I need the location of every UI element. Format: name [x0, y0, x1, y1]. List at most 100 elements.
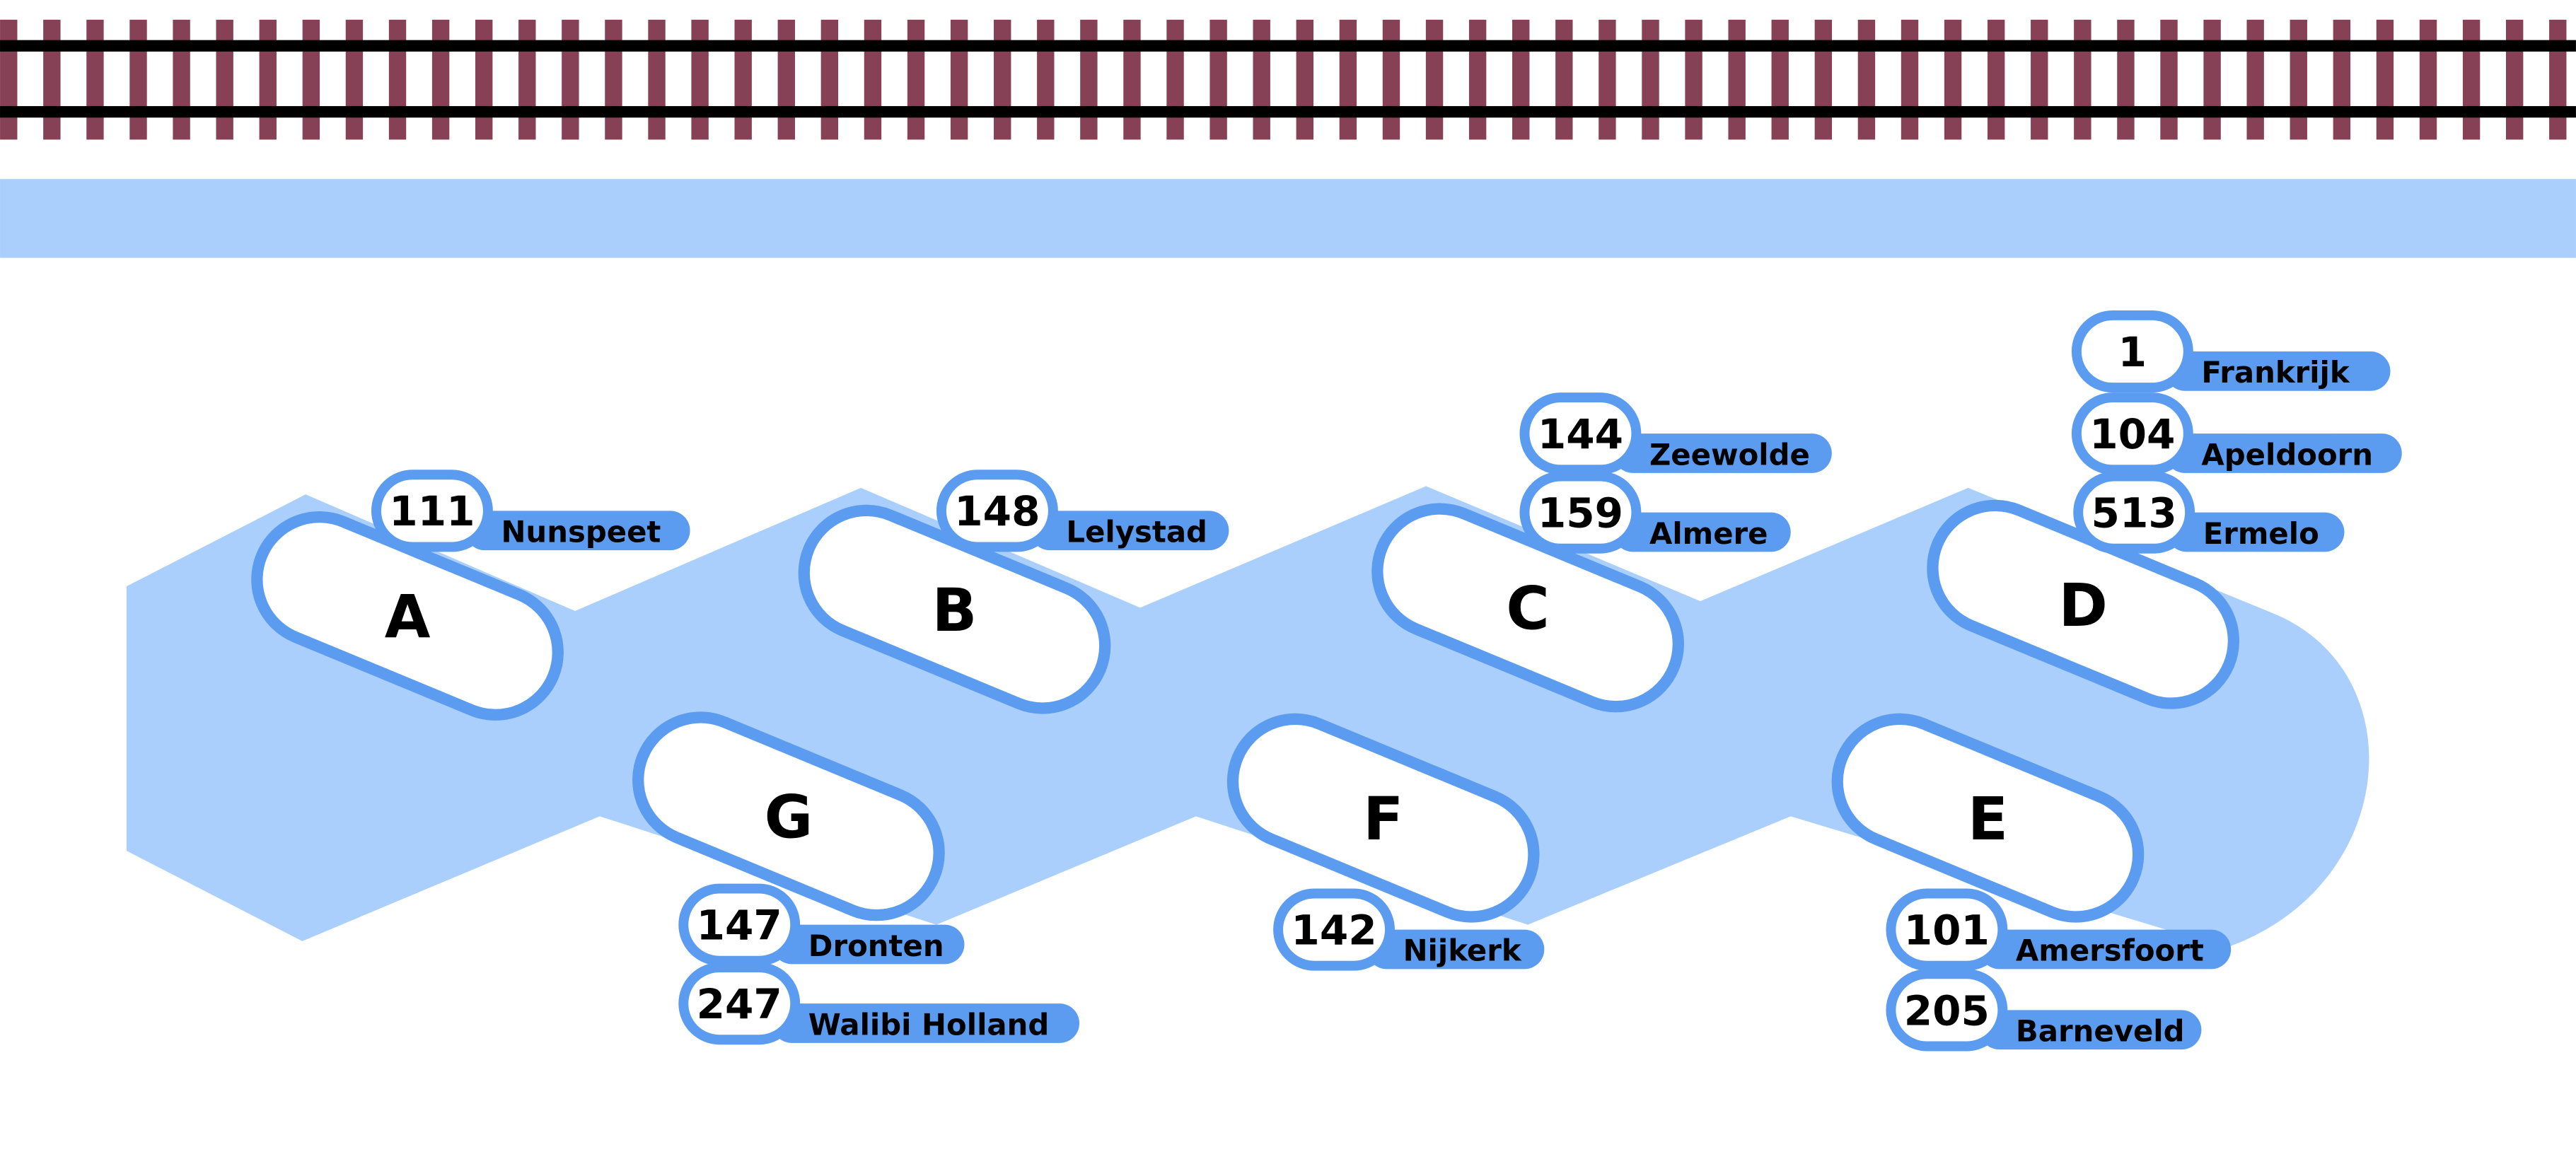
rail-sleeper [994, 19, 1011, 140]
rail-sleeper [734, 19, 752, 140]
platform-letter: C [1506, 574, 1549, 644]
rail-sleeper [1987, 19, 2005, 140]
line-number-pill [1273, 888, 1395, 971]
rail-sleeper [173, 19, 190, 140]
line-number-pill [371, 470, 493, 552]
line-number: 104 [2089, 410, 2175, 458]
line-number-pill [2073, 471, 2195, 554]
destination-pill [1030, 511, 1229, 551]
destination-pill [772, 924, 965, 965]
line-number-pill [1519, 471, 1642, 554]
water-band [0, 179, 2576, 258]
rail-sleeper [0, 19, 18, 140]
line-number-pill [1886, 888, 2008, 971]
platform-d[interactable]: D [1913, 487, 2253, 723]
rail-sleeper [2290, 19, 2307, 140]
rail-sleeper [475, 19, 493, 140]
line-number-pill [1886, 969, 2008, 1052]
rail-sleeper [1771, 19, 1789, 140]
rail-sleeper [1512, 19, 1530, 140]
rail-sleeper [1425, 19, 1444, 140]
line-number: 247 [697, 980, 782, 1028]
railway-track [0, 19, 2576, 140]
rail-sleeper [1123, 19, 1141, 140]
line-number: 205 [1904, 986, 1990, 1035]
platform-g[interactable]: G [619, 698, 958, 934]
rail-sleeper [1080, 19, 1098, 140]
destination-pill [1979, 929, 2232, 970]
rail-sleeper [388, 19, 407, 140]
destination-pill [465, 511, 690, 551]
rail-sleeper [345, 19, 364, 140]
line-number: 147 [697, 902, 782, 950]
rail-sleeper [1901, 19, 1919, 140]
platform-letter: A [385, 582, 431, 651]
rail-sleeper [216, 19, 233, 140]
platform-a[interactable]: A [238, 498, 577, 734]
rail-sleeper [1037, 19, 1055, 140]
platform-f[interactable]: F [1214, 700, 1553, 936]
line-number: 148 [954, 487, 1040, 535]
destination-pill [1979, 1010, 2202, 1050]
platform-letter: B [932, 576, 977, 645]
destination-label: Apeldoorn [2201, 437, 2373, 472]
rail-sleeper [562, 19, 579, 140]
platform-pill [1831, 713, 2145, 923]
line-number-pill [2071, 392, 2193, 475]
line-number: 159 [1538, 489, 1623, 537]
destination-pill [2165, 351, 2391, 391]
rail-sleeper [1555, 19, 1573, 140]
platform-letter: G [765, 783, 813, 852]
line-number: 513 [2091, 489, 2177, 537]
platform-letter: E [1968, 784, 2008, 854]
rail-sleeper [605, 19, 622, 140]
platform-letter: F [1363, 784, 1403, 854]
destination-label: Nijkerk [1403, 933, 1522, 968]
rail-sleeper [1728, 19, 1746, 140]
rail-sleeper [1857, 19, 1876, 140]
rail [0, 106, 2576, 118]
rail-sleeper [2462, 19, 2481, 140]
destination-pill [1613, 433, 1832, 473]
rail-sleeper [691, 19, 709, 140]
line-number-pill [678, 962, 801, 1045]
rail-sleeper [259, 19, 277, 140]
rail-sleeper [907, 19, 925, 140]
destination-pill [1613, 512, 1791, 552]
rail-sleeper [1209, 19, 1227, 140]
line-number-pill [1519, 392, 1642, 475]
platform-letter: D [2058, 571, 2107, 640]
rail-sleeper [1642, 19, 1659, 140]
rail-sleeper [2549, 19, 2567, 140]
rail-sleeper [1599, 19, 1616, 140]
destination-label: Frankrijk [2201, 355, 2350, 390]
rail-sleeper [1166, 19, 1184, 140]
rail-sleeper [950, 19, 968, 140]
destination-label: Dronten [808, 928, 944, 963]
rail-sleeper [1468, 19, 1487, 140]
line-number: 142 [1291, 907, 1376, 955]
line-number: 144 [1538, 410, 1623, 458]
rail-sleeper [86, 19, 104, 140]
rail-sleeper [2160, 19, 2178, 140]
rail-sleeper [1382, 19, 1400, 140]
platform-e[interactable]: E [1818, 700, 2158, 936]
rail-sleeper [2031, 19, 2048, 140]
rail-sleeper [2505, 19, 2524, 140]
line-number: 101 [1904, 907, 1990, 955]
rail-sleeper [2419, 19, 2437, 140]
platform-pill [1226, 713, 1540, 923]
